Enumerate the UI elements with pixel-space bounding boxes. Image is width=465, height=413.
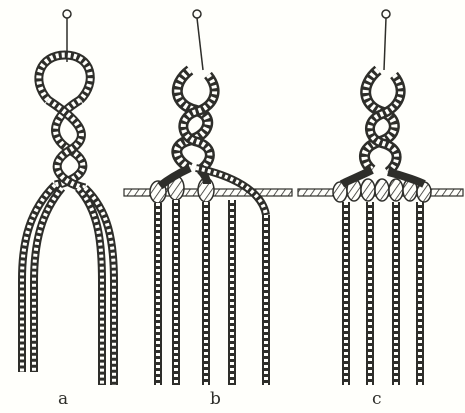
pin-head-b (193, 10, 201, 18)
pin-head-c (382, 10, 390, 18)
pin-head-a (63, 10, 71, 18)
panel-label-a: a (58, 391, 68, 408)
panel-label-c: c (372, 391, 382, 408)
strands-b (158, 200, 266, 385)
pin-shaft-b (197, 18, 203, 70)
panel-b-knot (124, 10, 292, 385)
strand-a-2 (34, 188, 62, 372)
strand-a-3 (78, 188, 102, 385)
panel-label-b: b (210, 391, 221, 408)
panel-a-knot (22, 10, 114, 385)
pin-shaft-c (384, 18, 386, 70)
panel-c-knot (298, 10, 463, 385)
strands-c (346, 202, 420, 385)
